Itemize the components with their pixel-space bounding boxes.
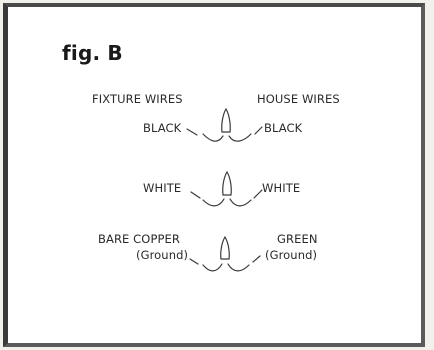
figure-frame xyxy=(3,3,425,347)
fixture-wire-bare-copper xyxy=(202,263,223,272)
leader-line-white-right xyxy=(253,189,263,199)
house-wires-header: HOUSE WIRES xyxy=(257,92,340,106)
wire-nut-icon xyxy=(222,170,232,196)
fixture-wire-label-black: BLACK xyxy=(143,121,182,135)
house-wire-green xyxy=(227,263,250,272)
fixture-wire-label-white: WHITE xyxy=(143,181,182,195)
house-wire-label-green: GREEN xyxy=(277,232,318,246)
house-wire-label-ground: (Ground) xyxy=(265,248,318,262)
figure-title: fig. B xyxy=(62,41,123,65)
fixture-wire-white xyxy=(202,198,225,207)
house-wire-white xyxy=(229,198,252,207)
fixture-wire-label-ground: (Ground) xyxy=(136,248,189,262)
leader-line-black-left xyxy=(186,128,198,136)
leader-line-white-left xyxy=(190,191,201,199)
fixture-wire-label-bare-copper: BARE COPPER xyxy=(98,232,180,246)
wire-nut-ground-connection xyxy=(189,235,261,272)
wire-nut-black-connection xyxy=(186,107,263,142)
house-wire-label-black: BLACK xyxy=(264,121,303,135)
leader-line-ground-left xyxy=(189,258,199,265)
house-wire-label-white: WHITE xyxy=(262,181,301,195)
leader-line-black-right xyxy=(254,126,263,135)
wire-nut-white-connection xyxy=(190,170,263,207)
house-wire-black xyxy=(228,133,252,142)
fixture-wire-black xyxy=(202,133,224,142)
fixture-wires-header: FIXTURE WIRES xyxy=(92,92,183,106)
wire-nut-icon xyxy=(220,235,230,260)
wire-nut-icon xyxy=(221,107,231,133)
leader-line-ground-right xyxy=(252,255,261,263)
